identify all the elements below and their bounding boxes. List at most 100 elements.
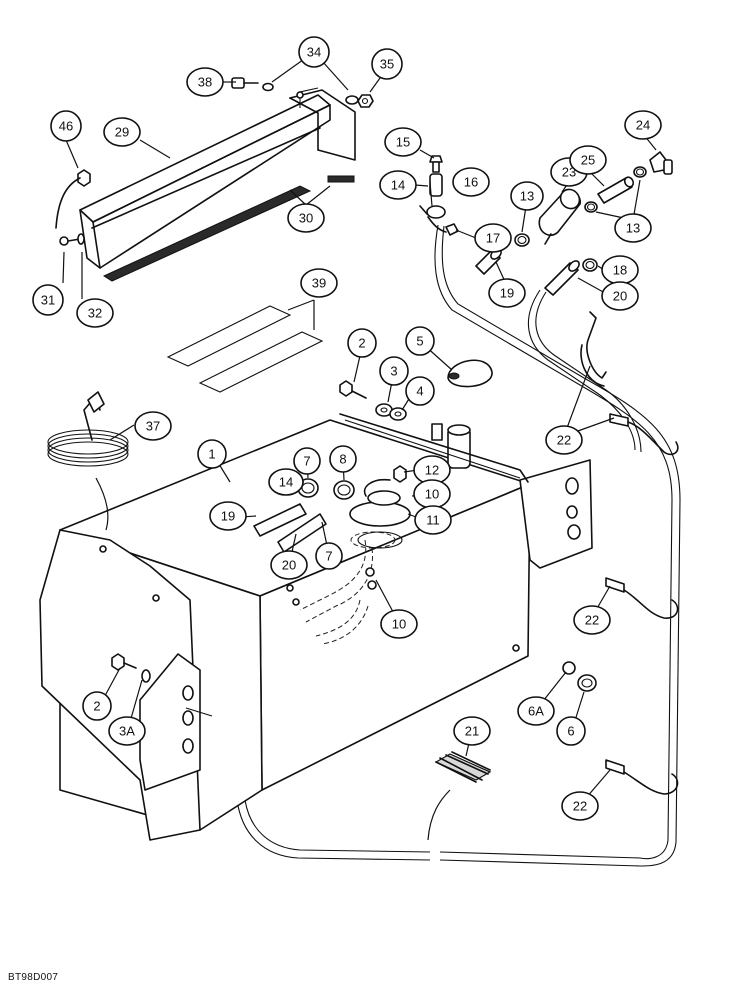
callout-4: 4 [405, 376, 435, 406]
callout-21-label: 21 [465, 724, 479, 739]
callout-29: 29 [103, 117, 141, 147]
callout-19-top-label: 19 [500, 286, 514, 301]
callout-10-top: 10 [413, 479, 451, 509]
callout-19-mid: 19 [209, 501, 247, 531]
callout-12-label: 12 [425, 463, 439, 478]
callout-19-top: 19 [488, 278, 526, 308]
callout-11-label: 11 [426, 513, 440, 528]
callout-2-bottom: 2 [82, 691, 112, 721]
leader-lines [62, 51, 657, 806]
callout-13-left: 13 [510, 181, 544, 211]
callout-3a: 3A [108, 716, 146, 746]
callout-5-label: 5 [416, 334, 423, 349]
callout-15-label: 15 [396, 135, 410, 150]
callout-5: 5 [405, 326, 435, 356]
callout-25: 25 [569, 145, 607, 175]
callout-31-label: 31 [41, 293, 55, 308]
callout-35: 35 [371, 48, 403, 80]
callout-22-lower: 22 [561, 791, 599, 821]
callout-32-label: 32 [88, 306, 102, 321]
sender-assembly [253, 465, 411, 553]
callout-29-label: 29 [115, 125, 129, 140]
callout-2-bottom-label: 2 [93, 699, 100, 714]
callout-19-mid-label: 19 [221, 509, 235, 524]
rubber-strip [102, 175, 355, 282]
callout-30-label: 30 [299, 211, 313, 226]
callout-7-mid-label: 7 [325, 549, 332, 564]
line-clip-mid1 [609, 413, 679, 456]
decal [166, 305, 324, 393]
callout-37: 37 [134, 411, 172, 441]
callout-2-top-label: 2 [358, 336, 365, 351]
callout-32: 32 [76, 298, 114, 328]
callout-16-label: 16 [464, 175, 478, 190]
callout-38: 38 [186, 67, 224, 97]
callout-6: 6 [556, 716, 586, 746]
callout-17: 17 [474, 223, 512, 253]
fuel-tank-cover [79, 87, 356, 269]
callout-37-label: 37 [146, 419, 160, 434]
tank-end-plate [39, 529, 213, 841]
callout-34: 34 [298, 36, 330, 68]
side-bolt [55, 169, 91, 246]
callout-18-label: 18 [613, 263, 627, 278]
callout-13-right: 13 [614, 213, 652, 243]
callout-31: 31 [32, 284, 64, 316]
callout-15: 15 [384, 127, 422, 157]
callout-4-label: 4 [416, 384, 423, 399]
callout-22-mid-label: 22 [585, 613, 599, 628]
cover-bolt [231, 77, 374, 108]
callout-1-label: 1 [208, 447, 215, 462]
callout-3-label: 3 [390, 364, 397, 379]
callout-20-mid: 20 [270, 550, 308, 580]
wire-coil [47, 391, 129, 531]
callout-7-top: 7 [293, 447, 321, 475]
callout-13-right-label: 13 [626, 221, 640, 236]
fuel-filter [538, 188, 581, 245]
bolt-washers [339, 359, 493, 421]
callout-22-lower-label: 22 [573, 799, 587, 814]
callout-2-top: 2 [347, 328, 377, 358]
drain-plug [562, 661, 597, 692]
callout-10-mid: 10 [380, 609, 418, 639]
callout-10-top-label: 10 [425, 487, 439, 502]
callout-38-label: 38 [198, 75, 212, 90]
figure-code: BT98D007 [8, 972, 59, 983]
line-clip-lower [605, 759, 679, 795]
hose-guard [427, 751, 492, 841]
callout-35-label: 35 [380, 57, 394, 72]
callout-1: 1 [197, 439, 227, 469]
callout-30: 30 [287, 203, 325, 233]
callout-22-mid: 22 [573, 605, 611, 635]
callout-3: 3 [379, 356, 409, 386]
callout-24: 24 [624, 110, 662, 140]
callout-25-label: 25 [581, 153, 595, 168]
callout-12: 12 [413, 455, 451, 485]
callout-6a-label: 6A [528, 704, 544, 719]
callout-22-upper: 22 [545, 425, 583, 455]
callout-20-top-label: 20 [613, 289, 627, 304]
callout-17-label: 17 [486, 231, 500, 246]
callout-7-top-label: 7 [303, 454, 310, 469]
callout-6-label: 6 [567, 724, 574, 739]
callout-14-top: 14 [379, 170, 417, 200]
callout-8: 8 [329, 445, 357, 473]
callout-39: 39 [300, 268, 338, 298]
callout-14-top-label: 14 [391, 178, 405, 193]
callout-13-left-label: 13 [520, 189, 534, 204]
callout-39-label: 39 [312, 276, 326, 291]
fuel-line-fittings [419, 151, 673, 296]
callout-20-top: 20 [601, 281, 639, 311]
callout-14-mid: 14 [268, 468, 304, 496]
callout-22-upper-label: 22 [557, 433, 571, 448]
callout-46: 46 [50, 110, 82, 142]
line-clip-upper [580, 311, 607, 387]
callout-34-label: 34 [307, 45, 321, 60]
callout-14-mid-label: 14 [279, 475, 293, 490]
callout-8-label: 8 [339, 452, 346, 467]
line-clip-mid2 [605, 577, 679, 619]
callouts: 34 38 35 46 29 30 31 32 39 15 14 16 17 1… [32, 36, 662, 821]
callout-11: 11 [414, 505, 452, 535]
